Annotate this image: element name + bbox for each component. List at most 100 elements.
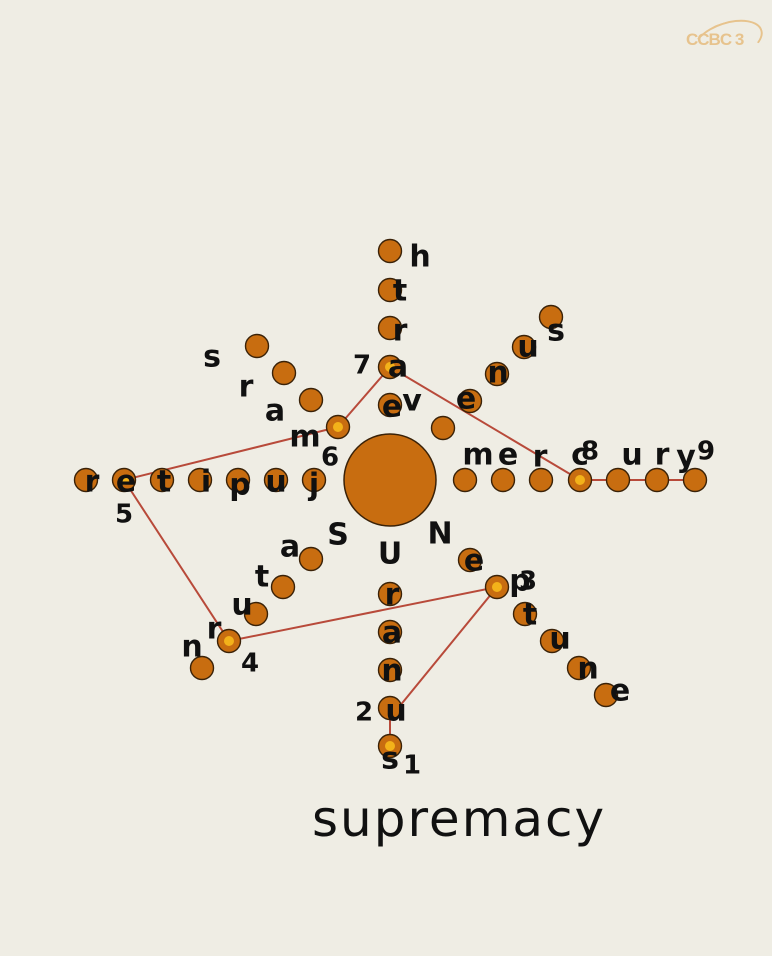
- planet-dot-uranus: [377, 619, 403, 645]
- channel-logo: CCBC 3: [686, 30, 744, 49]
- planet-dot-uranus: [377, 581, 403, 607]
- letter-venus: n: [487, 356, 508, 391]
- planet-dot-uranus: [377, 657, 403, 683]
- letter-mars: m: [289, 420, 320, 455]
- letter-jupiter: p: [229, 468, 250, 503]
- letter-uranus: r: [385, 578, 400, 613]
- marked-dot-highlight: [224, 636, 234, 646]
- planet-dot-layer: [73, 238, 708, 759]
- letter-saturn: a: [280, 530, 300, 565]
- letter-jupiter: e: [116, 465, 136, 500]
- letter-earth: t: [393, 274, 407, 309]
- path-number: 2: [355, 698, 373, 728]
- planet-dot-saturn: [270, 574, 296, 600]
- planet-dot-jupiter: [225, 467, 251, 493]
- letter-uranus: U: [378, 537, 402, 572]
- planet-dot-neptune: [593, 682, 619, 708]
- planet-dot-neptune: [512, 601, 538, 627]
- planet-dot-neptune: [457, 547, 483, 573]
- sun-circle: [343, 433, 437, 527]
- letter-jupiter: u: [265, 465, 286, 500]
- letter-mars: s: [203, 340, 221, 375]
- path-number: 4: [241, 649, 259, 679]
- planet-dot-uranus: [377, 695, 403, 721]
- letter-mercury: u: [621, 438, 642, 473]
- letter-earth: a: [388, 350, 408, 385]
- planet-dot-earth: [377, 277, 403, 303]
- letter-neptune: e: [464, 544, 484, 579]
- marked-dot-highlight: [492, 582, 502, 592]
- path-number-layer: 12 3 4 5 6 7 8 9: [115, 351, 715, 781]
- planet-dot-mars: [244, 333, 270, 359]
- letter-saturn: S: [327, 518, 349, 553]
- handwritten-caption: supremacy: [312, 790, 607, 848]
- letter-neptune: t: [523, 598, 537, 633]
- planet-dot-mercury: [528, 467, 554, 493]
- planet-dot-venus: [430, 415, 456, 441]
- letter-mars: a: [265, 394, 285, 429]
- letter-jupiter: j: [308, 468, 319, 503]
- letter-venus: u: [517, 330, 538, 365]
- letter-neptune: n: [577, 652, 598, 687]
- planet-dot-venus: [457, 388, 483, 414]
- letter-mars: r: [239, 370, 254, 405]
- letter-saturn: n: [181, 630, 202, 665]
- path-number: 7: [353, 351, 371, 381]
- letter-neptune: p: [509, 564, 530, 599]
- letter-venus: s: [547, 314, 565, 349]
- path-number: 8: [581, 437, 599, 467]
- planet-dot-venus: [484, 361, 510, 387]
- planet-dot-saturn: [243, 601, 269, 627]
- path-number: 6: [321, 443, 339, 473]
- planet-dot-mars: [298, 387, 324, 413]
- path-number: 1: [403, 751, 421, 781]
- path-number: 5: [115, 500, 133, 530]
- marked-dot-highlight: [385, 741, 395, 751]
- letter-neptune: u: [549, 622, 570, 657]
- letter-mercury: r: [655, 438, 670, 473]
- planet-dot-mercury: [490, 467, 516, 493]
- planet-dot-mars: [271, 360, 297, 386]
- letter-neptune: N: [427, 517, 452, 552]
- letter-jupiter: r: [85, 465, 100, 500]
- letter-uranus: n: [381, 654, 402, 689]
- letter-uranus: s: [381, 742, 399, 777]
- letter-mercury: r: [533, 440, 548, 475]
- planet-dot-saturn: [298, 546, 324, 572]
- marked-dot-highlight: [575, 475, 585, 485]
- planet-dot-saturn: [189, 655, 215, 681]
- planet-dot-mercury: [644, 467, 670, 493]
- letter-earth: e: [382, 390, 402, 425]
- planet-dot-mercury: [682, 467, 708, 493]
- letter-earth: h: [409, 240, 430, 275]
- letter-uranus: a: [382, 616, 402, 651]
- marked-dot-highlight: [119, 475, 129, 485]
- planet-dot-neptune: [566, 655, 592, 681]
- letter-venus: v: [402, 384, 422, 419]
- planet-dot-mercury: [605, 467, 631, 493]
- letter-neptune: e: [610, 674, 630, 709]
- path-number: 9: [697, 437, 715, 467]
- letter-venus: e: [456, 382, 476, 417]
- letter-jupiter: i: [201, 465, 211, 500]
- marked-dot-highlight: [333, 422, 343, 432]
- letter-saturn: u: [231, 588, 252, 623]
- letter-mercury: c: [571, 438, 589, 473]
- path-number: 3: [519, 567, 537, 597]
- planet-dot-jupiter: [263, 467, 289, 493]
- planet-dot-jupiter: [73, 467, 99, 493]
- marked-dot-highlight: [385, 362, 395, 372]
- planet-dot-jupiter: [301, 467, 327, 493]
- planet-dot-jupiter: [187, 467, 213, 493]
- planet-dot-mercury: [452, 467, 478, 493]
- planet-dot-earth: [377, 238, 403, 264]
- planet-dot-neptune: [539, 628, 565, 654]
- letter-saturn: t: [255, 560, 269, 595]
- planet-dot-venus: [538, 304, 564, 330]
- letter-earth: r: [393, 314, 408, 349]
- planet-dot-earth: [377, 392, 403, 418]
- planet-dot-earth: [377, 315, 403, 341]
